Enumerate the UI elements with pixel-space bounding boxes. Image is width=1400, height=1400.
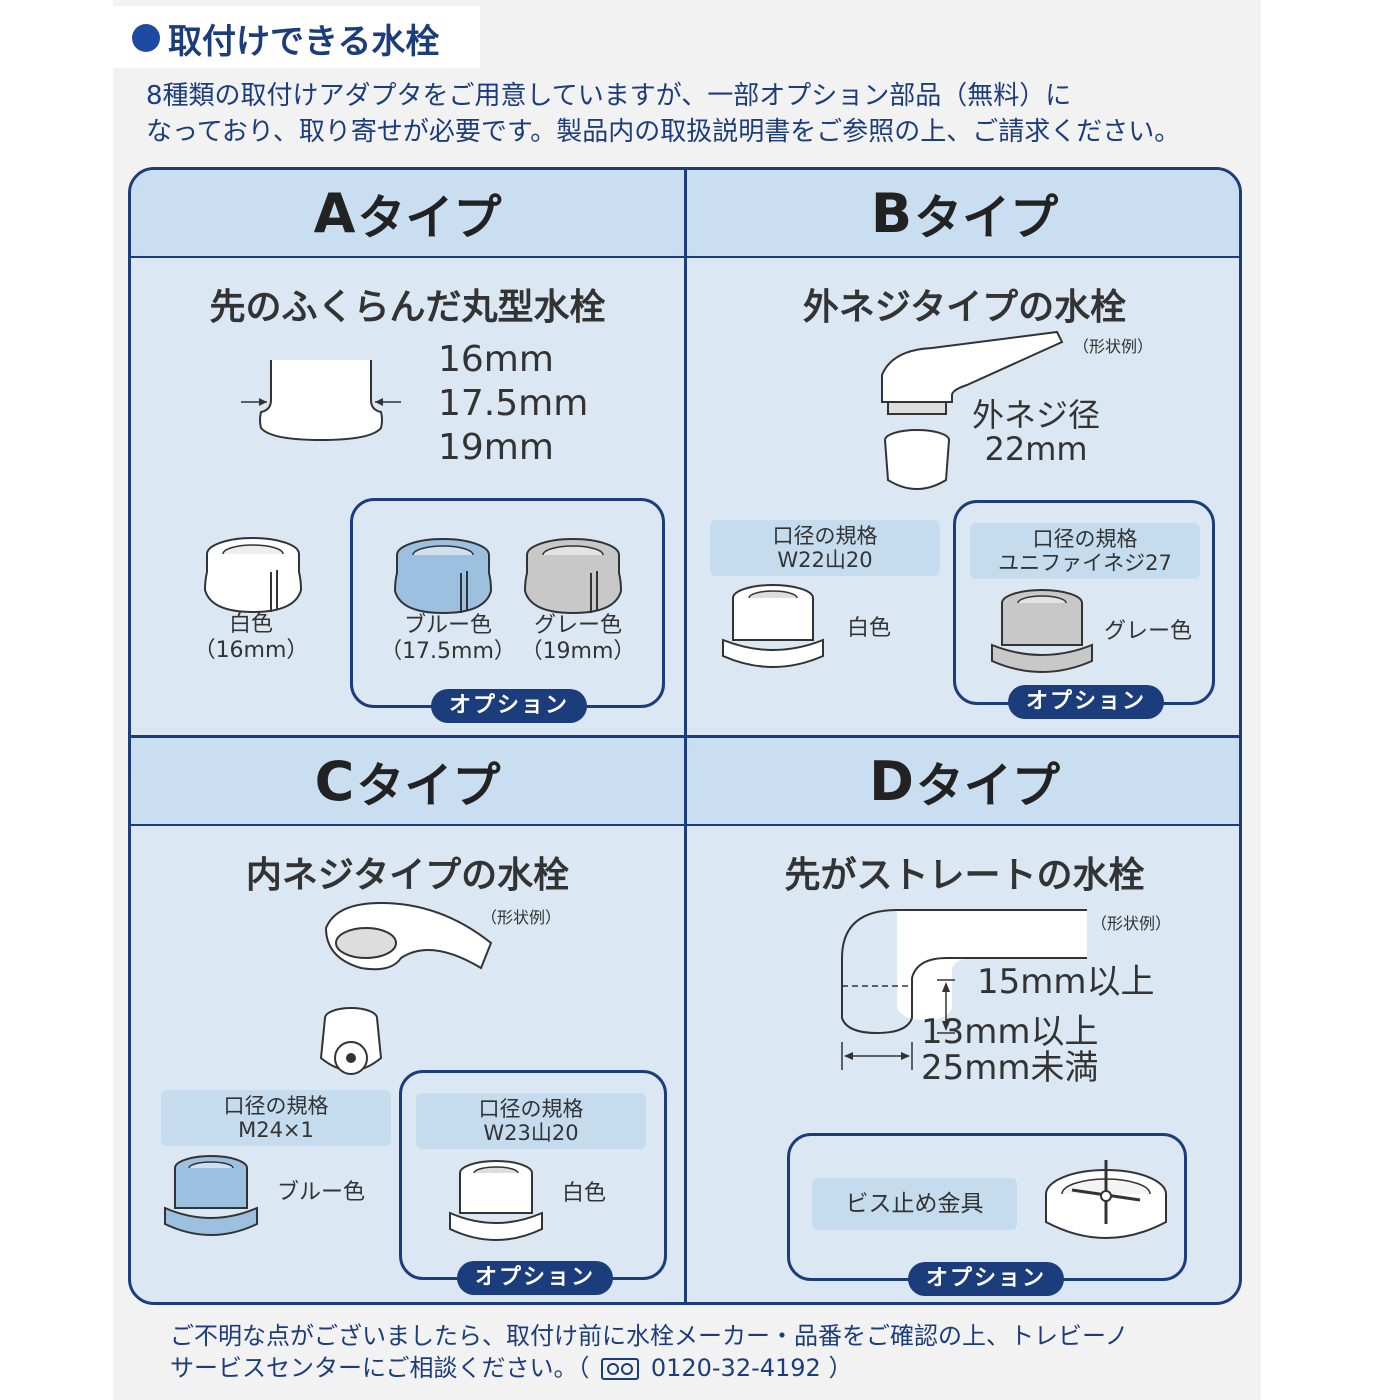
- type-b-letter: B: [870, 181, 913, 245]
- type-b-suffix: タイプ: [914, 190, 1059, 246]
- type-b-option-spec: 口径の規格 ユニファイネジ27: [970, 523, 1200, 579]
- type-a-standard-label: 白色 （16mm）: [191, 612, 311, 664]
- blue-thread-adapter-icon: [164, 1155, 258, 1236]
- free-dial-icon: [601, 1358, 640, 1380]
- type-d-subtitle: 先がストレートの水栓: [784, 855, 1145, 896]
- footer-contact-text: ご不明な点がございましたら、取付け前に水栓メーカー・品番をご確認の上、トレビーノ…: [170, 1320, 1250, 1384]
- page-title-text: 取付けできる水栓: [168, 21, 440, 62]
- type-c-option-badge: オプション: [457, 1261, 613, 1295]
- type-a-dim-1: 16mm: [438, 339, 554, 380]
- screw-clamp-fitting-icon: [1045, 1160, 1167, 1239]
- type-b-option-spec-value: ユニファイネジ27: [998, 551, 1172, 575]
- type-d-option-badge: オプション: [908, 1262, 1064, 1296]
- type-b-thread-info: 外ネジ径 22mm: [972, 398, 1100, 466]
- type-d-suffix: タイプ: [915, 758, 1060, 814]
- gray-ring-adapter-icon: [523, 538, 623, 615]
- type-c-suffix: タイプ: [356, 758, 501, 814]
- type-a-option-box: ブルー色 （17.5mm） グレー色 （19mm） オプション: [350, 498, 665, 723]
- blue-ring-adapter-icon: [393, 538, 493, 615]
- type-a-letter: A: [313, 181, 356, 245]
- type-c-subtitle: 内ネジタイプの水栓: [245, 855, 570, 896]
- type-a-dimensions: 16mm 17.5mm 19mm: [438, 338, 588, 470]
- type-c-option-spec: 口径の規格 W23山20: [416, 1093, 646, 1149]
- type-b-standard-spec: 口径の規格 W22山20: [710, 520, 940, 576]
- type-a-option-1-name: ブルー色: [403, 613, 492, 638]
- round-faucet-icon: [241, 360, 401, 442]
- white-thread-adapter-icon: [722, 584, 824, 668]
- type-c-option-spec-value: W23山20: [483, 1121, 579, 1145]
- external-thread-faucet-icon: [881, 330, 1064, 490]
- type-a-option-2-name: グレー色: [533, 613, 622, 638]
- type-a-option-1-label: ブルー色 （17.5mm）: [373, 613, 523, 665]
- type-a-dim-3: 19mm: [438, 427, 554, 468]
- intro-text: 8種類の取付けアダプタをご用意していますが、一部オプション部品（無料）に なって…: [146, 78, 1246, 150]
- type-b-standard-spec-title: 口径の規格: [772, 524, 878, 548]
- type-c-option-spec-title: 口径の規格: [478, 1097, 584, 1121]
- type-a-standard-size: （16mm）: [193, 638, 309, 663]
- type-a-option-1-size: （17.5mm）: [380, 639, 516, 664]
- type-b-option-badge: オプション: [1008, 685, 1164, 719]
- type-d-height-label: 15mm以上: [977, 962, 1155, 1002]
- type-d-width-info: 13mm以上 25mm未満: [921, 1014, 1099, 1086]
- type-a-dim-2: 17.5mm: [438, 383, 589, 424]
- internal-thread-faucet-icon: [319, 901, 493, 1075]
- type-d-option-box: ビス止め金具 オプション: [787, 1133, 1187, 1296]
- divider-horizontal: [131, 735, 1239, 738]
- type-d-width-label-1: 13mm以上: [921, 1012, 1099, 1052]
- type-b-option-spec-title: 口径の規格: [1032, 527, 1138, 551]
- type-d-option-name: ビス止め金具: [812, 1178, 1017, 1230]
- white-male-adapter-icon: [449, 1160, 543, 1241]
- type-a-subtitle: 先のふくらんだ丸型水栓: [209, 287, 606, 328]
- footer-line-2: サービスセンターにご相談ください。（ 0120-32-4192 ）: [170, 1352, 1250, 1384]
- type-c-option-box: 口径の規格 W23山20 白色 オプション: [399, 1070, 667, 1295]
- intro-line-2: なっており、取り寄せが必要です。製品内の取扱説明書をご参照の上、ご請求ください。: [146, 117, 1181, 147]
- type-a-option-2-label: グレー色 （19mm）: [513, 613, 643, 665]
- type-a-standard-name: 白色: [228, 612, 273, 637]
- type-a-option-2-size: （19mm）: [520, 639, 636, 664]
- footer-line-2-prefix: サービスセンターにご相談ください。（: [170, 1354, 590, 1382]
- type-b-subtitle: 外ネジタイプの水栓: [802, 287, 1127, 328]
- type-c-standard-spec: 口径の規格 M24×1: [161, 1090, 391, 1146]
- footer-phone-number[interactable]: 0120-32-4192: [650, 1354, 821, 1382]
- bullet-icon: [132, 24, 160, 52]
- gray-thread-adapter-icon: [991, 589, 1093, 673]
- type-b-thread-label: 外ネジ径: [972, 396, 1101, 434]
- straight-faucet-icon: [841, 909, 1087, 1070]
- type-b-standard-spec-value: W22山20: [777, 548, 873, 572]
- title-band: [113, 6, 480, 68]
- type-b-thread-size: 22mm: [984, 430, 1088, 468]
- type-d-letter: D: [869, 749, 914, 813]
- type-b-standard-color: 白色: [847, 616, 892, 641]
- type-b-shape-note: （形状例）: [1073, 337, 1154, 356]
- footer-line-1: ご不明な点がございましたら、取付け前に水栓メーカー・品番をご確認の上、トレビーノ: [170, 1322, 1129, 1350]
- type-a-option-badge: オプション: [431, 689, 587, 723]
- type-c-letter: C: [314, 749, 355, 813]
- footer-line-2-suffix: ）: [828, 1354, 853, 1382]
- type-c-shape-note: （形状例）: [481, 908, 562, 927]
- type-b-option-color: グレー色: [1104, 619, 1193, 644]
- white-ring-adapter-icon: [203, 537, 303, 614]
- intro-line-1: 8種類の取付けアダプタをご用意していますが、一部オプション部品（無料）に: [146, 81, 1072, 111]
- page-title: 取付けできる水栓: [132, 14, 439, 62]
- type-c-option-color: 白色: [562, 1181, 607, 1206]
- type-c-standard-spec-title: 口径の規格: [223, 1094, 329, 1118]
- type-a-suffix: タイプ: [357, 190, 502, 246]
- type-c-standard-spec-value: M24×1: [238, 1118, 314, 1142]
- type-c-standard-color: ブルー色: [277, 1180, 366, 1205]
- type-d-width-label-2: 25mm未満: [921, 1048, 1099, 1088]
- type-d-shape-note: （形状例）: [1091, 914, 1172, 933]
- type-b-option-box: 口径の規格 ユニファイネジ27 グレー色 オプション: [953, 500, 1215, 719]
